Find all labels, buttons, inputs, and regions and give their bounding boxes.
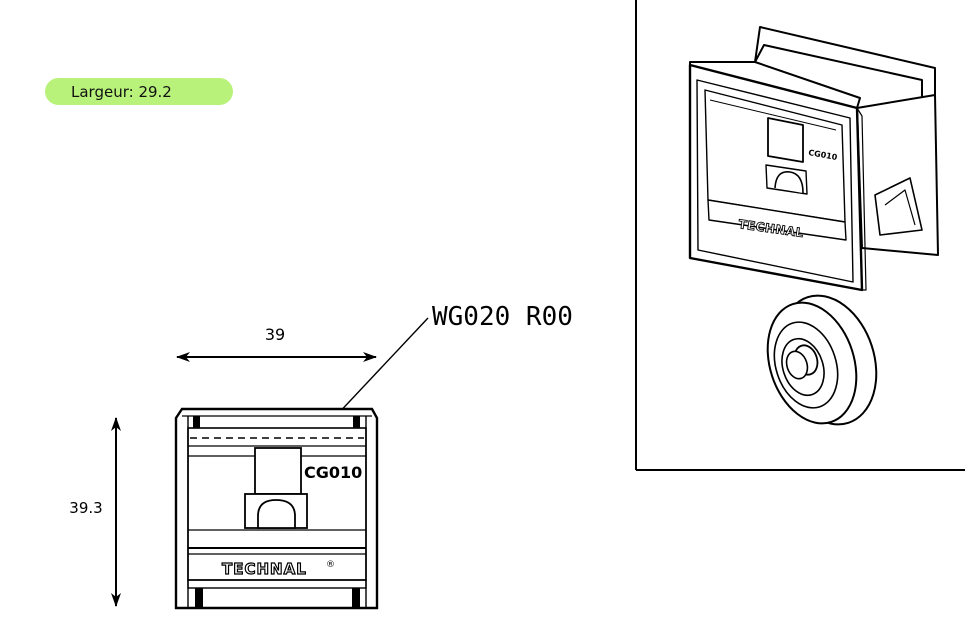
roller-wheel <box>766 294 878 426</box>
part-marking-label: CG010 <box>304 463 362 482</box>
part-reference-label: WG020 R00 <box>432 302 573 332</box>
height-dimension-label: 39.3 <box>69 499 102 517</box>
height-dimension: 39.3 <box>69 417 121 607</box>
front-view <box>174 407 379 610</box>
width-dimension: 39 <box>176 325 377 362</box>
width-badge: Largeur: 29.2 <box>45 78 233 105</box>
width-label: Largeur: <box>71 82 134 101</box>
isometric-view-frame <box>635 0 965 471</box>
brand-registered-mark: ® <box>326 560 335 570</box>
brand-logo-front: TECHNAL <box>222 560 307 578</box>
width-dimension-label: 39 <box>265 325 285 344</box>
part-reference-callout: WG020 R00 <box>330 302 573 422</box>
width-value: 29.2 <box>138 82 172 101</box>
isometric-view <box>688 26 939 292</box>
